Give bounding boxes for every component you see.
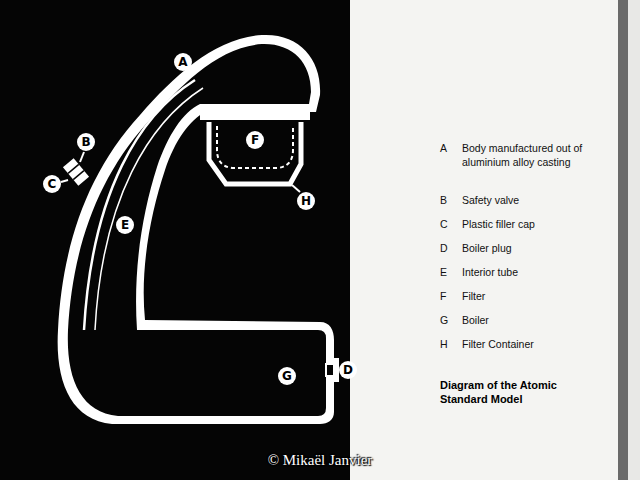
key-text: Filter Container <box>462 337 584 351</box>
watermark: © Mikaël Janvier <box>268 452 373 469</box>
key-text: Boiler <box>462 313 584 327</box>
key-text: Filter <box>462 289 584 303</box>
key-letter: B <box>440 193 447 207</box>
callout-letter: A <box>174 53 192 71</box>
container-cap <box>200 108 310 120</box>
leader-line <box>80 152 84 162</box>
key-text: Interior tube <box>462 265 584 279</box>
key-text: Boiler plug <box>462 241 584 255</box>
caption: Diagram of the Atomic Standard Model <box>440 378 580 406</box>
key-text: Safety valve <box>462 193 584 207</box>
key-letter: H <box>440 337 448 351</box>
key-letter: C <box>440 217 448 231</box>
callout-letter: B <box>77 133 95 151</box>
page-fold <box>618 0 628 480</box>
key-letter: G <box>440 313 448 327</box>
key-letter: E <box>440 265 447 279</box>
safety-valve <box>63 158 89 185</box>
filter-basket <box>217 126 293 168</box>
next-page <box>628 0 640 480</box>
valve-thread <box>68 164 79 173</box>
key-letter: D <box>440 241 448 255</box>
body-cavity <box>68 44 326 416</box>
callout-letter: H <box>297 192 315 210</box>
key-letter: F <box>440 289 446 303</box>
valve-body <box>63 158 89 185</box>
key-letter: A <box>440 141 447 155</box>
key-text: Plastic filler cap <box>462 217 584 231</box>
callout-letter: D <box>339 361 357 379</box>
callout-letter: G <box>278 367 296 385</box>
body-casting <box>58 35 334 424</box>
leader-line <box>61 180 68 182</box>
interior-tube <box>95 88 203 330</box>
callout-letter: F <box>246 131 264 149</box>
plug-notch <box>326 364 334 376</box>
leader-line <box>292 185 300 192</box>
callout-letter: C <box>43 175 61 193</box>
callout-letter: E <box>116 216 134 234</box>
interior-tube <box>84 80 195 330</box>
key-text: Body manufactured out of aluminium alloy… <box>462 141 584 169</box>
white-page <box>350 0 618 480</box>
filter-container <box>209 122 301 184</box>
valve-thread <box>73 171 84 180</box>
